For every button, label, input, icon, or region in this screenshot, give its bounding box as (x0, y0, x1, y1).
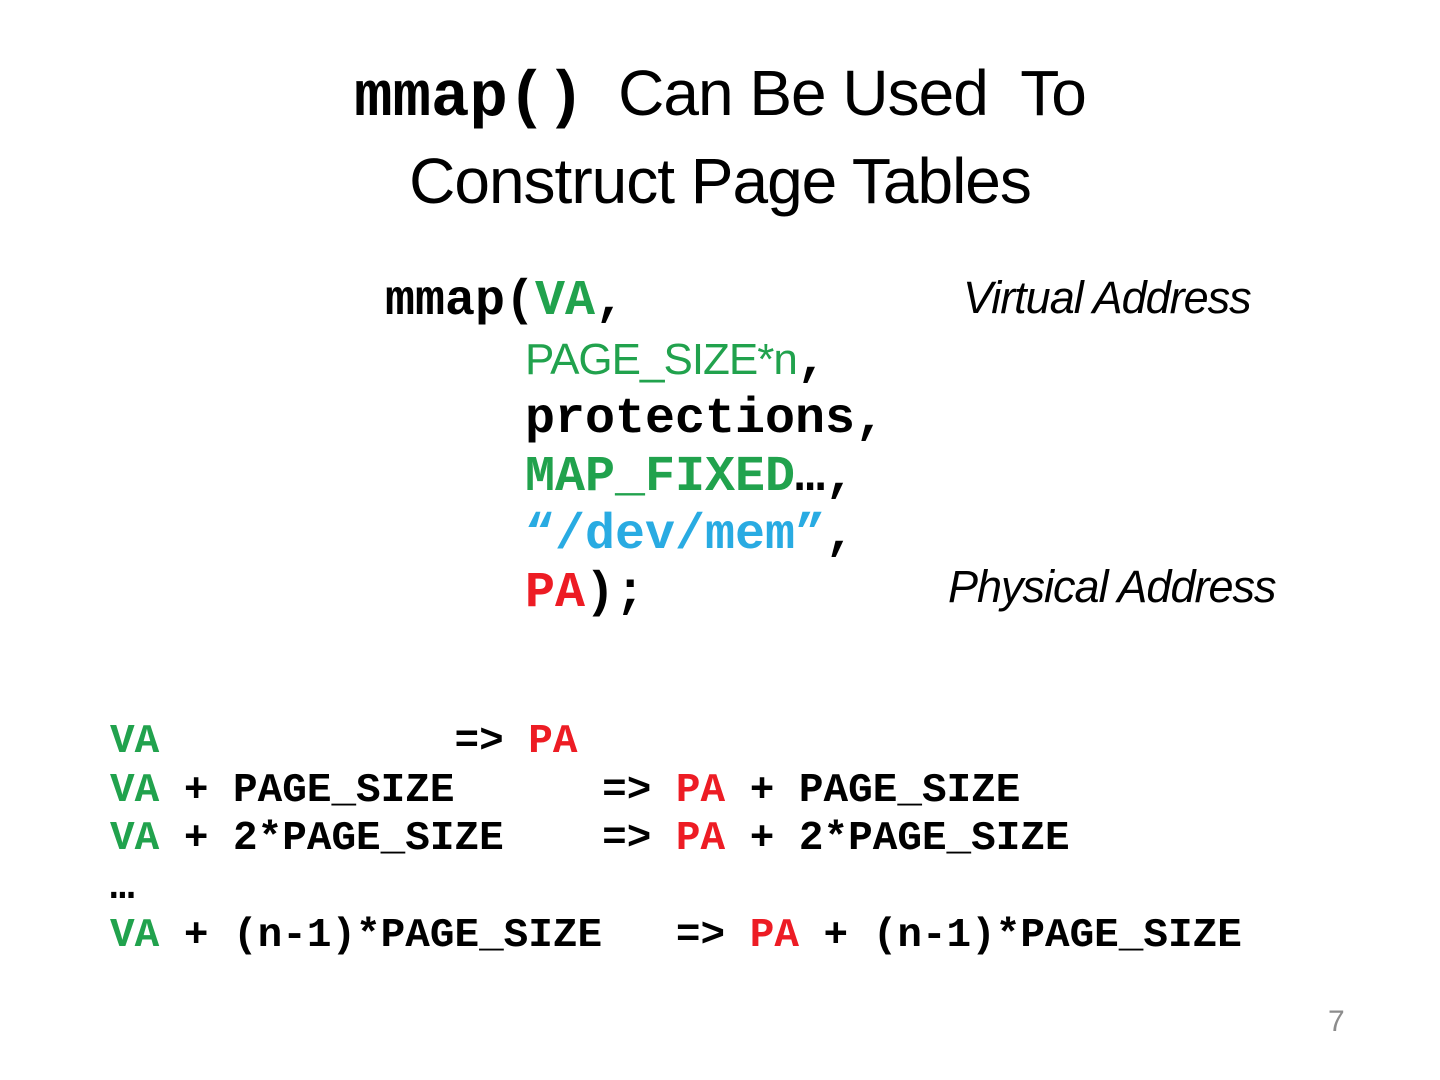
mapping-line-segment: PA (749, 913, 799, 959)
mapping-line-segment: + PAGE_SIZE (725, 767, 1021, 814)
code-line-segment: VA (535, 273, 596, 330)
mapping-line-segment: + 2*PAGE_SIZE (725, 816, 1070, 862)
mapping-line-segment: + (n-1)*PAGE_SIZE => (159, 913, 750, 959)
slide-title-line-1: mmap() Can Be Used To (0, 52, 1440, 140)
mapping-line-segment: => (159, 719, 529, 765)
mapping-line-segment: VA (110, 767, 160, 814)
code-line-segment: ); (585, 565, 646, 622)
page-number: 7 (1328, 1005, 1345, 1038)
mapping-line-segment: + PAGE_SIZE => (159, 767, 676, 814)
physical-address-label: Physical Address (948, 561, 1276, 612)
code-line-segment: protections, (525, 391, 886, 448)
mapping-line-segment: … (110, 864, 135, 911)
mapping-line-segment: + 2*PAGE_SIZE => (159, 816, 676, 862)
title-text-rest: Can Be Used To (584, 57, 1087, 129)
code-line: PA); (525, 565, 885, 623)
mapping-line: … (110, 864, 1242, 913)
code-line-segment: , (595, 273, 626, 330)
code-line: protections, (525, 391, 885, 449)
code-line-segment: PA (525, 565, 586, 622)
code-line-segment: PAGE_SIZE*n (525, 335, 798, 384)
code-line-segment: mmap( (385, 273, 536, 330)
code-line-segment: …, (795, 449, 856, 506)
mapping-line-segment: VA (110, 719, 160, 765)
code-line: “/dev/mem”, (525, 507, 885, 565)
mapping-line: VA => PA (110, 718, 1242, 767)
mapping-line-segment: VA (110, 816, 160, 862)
mapping-line-segment: PA (675, 767, 726, 814)
mapping-line: VA + 2*PAGE_SIZE => PA + 2*PAGE_SIZE (110, 815, 1242, 864)
mapping-line: VA + PAGE_SIZE => PA + PAGE_SIZE (110, 767, 1242, 816)
mapping-line-segment: PA (675, 816, 726, 862)
slide-title: mmap() Can Be Used To Construct Page Tab… (0, 52, 1440, 222)
code-line-segment: “/dev/mem” (525, 507, 826, 564)
code-line-segment: , (796, 333, 827, 390)
code-line-segment: , (825, 507, 856, 564)
code-line-segment: MAP_FIXED (525, 449, 796, 506)
mapping-line-segment: VA (110, 913, 160, 959)
slide-title-line-2: Construct Page Tables (409, 145, 1032, 217)
mapping-line-segment: + (n-1)*PAGE_SIZE (798, 913, 1242, 959)
mapping-line: VA + (n-1)*PAGE_SIZE => PA + (n-1)*PAGE_… (110, 912, 1242, 961)
code-line: MAP_FIXED…, (525, 449, 885, 507)
title-code-mmap: mmap() (354, 63, 585, 135)
code-line: mmap(VA, (385, 273, 885, 331)
virtual-address-label: Virtual Address (963, 272, 1252, 323)
code-line: PAGE_SIZE*n, (525, 331, 885, 391)
mmap-call-code: mmap(VA,PAGE_SIZE*n,protections,MAP_FIXE… (385, 273, 885, 623)
mapping-line-segment: PA (528, 719, 578, 765)
